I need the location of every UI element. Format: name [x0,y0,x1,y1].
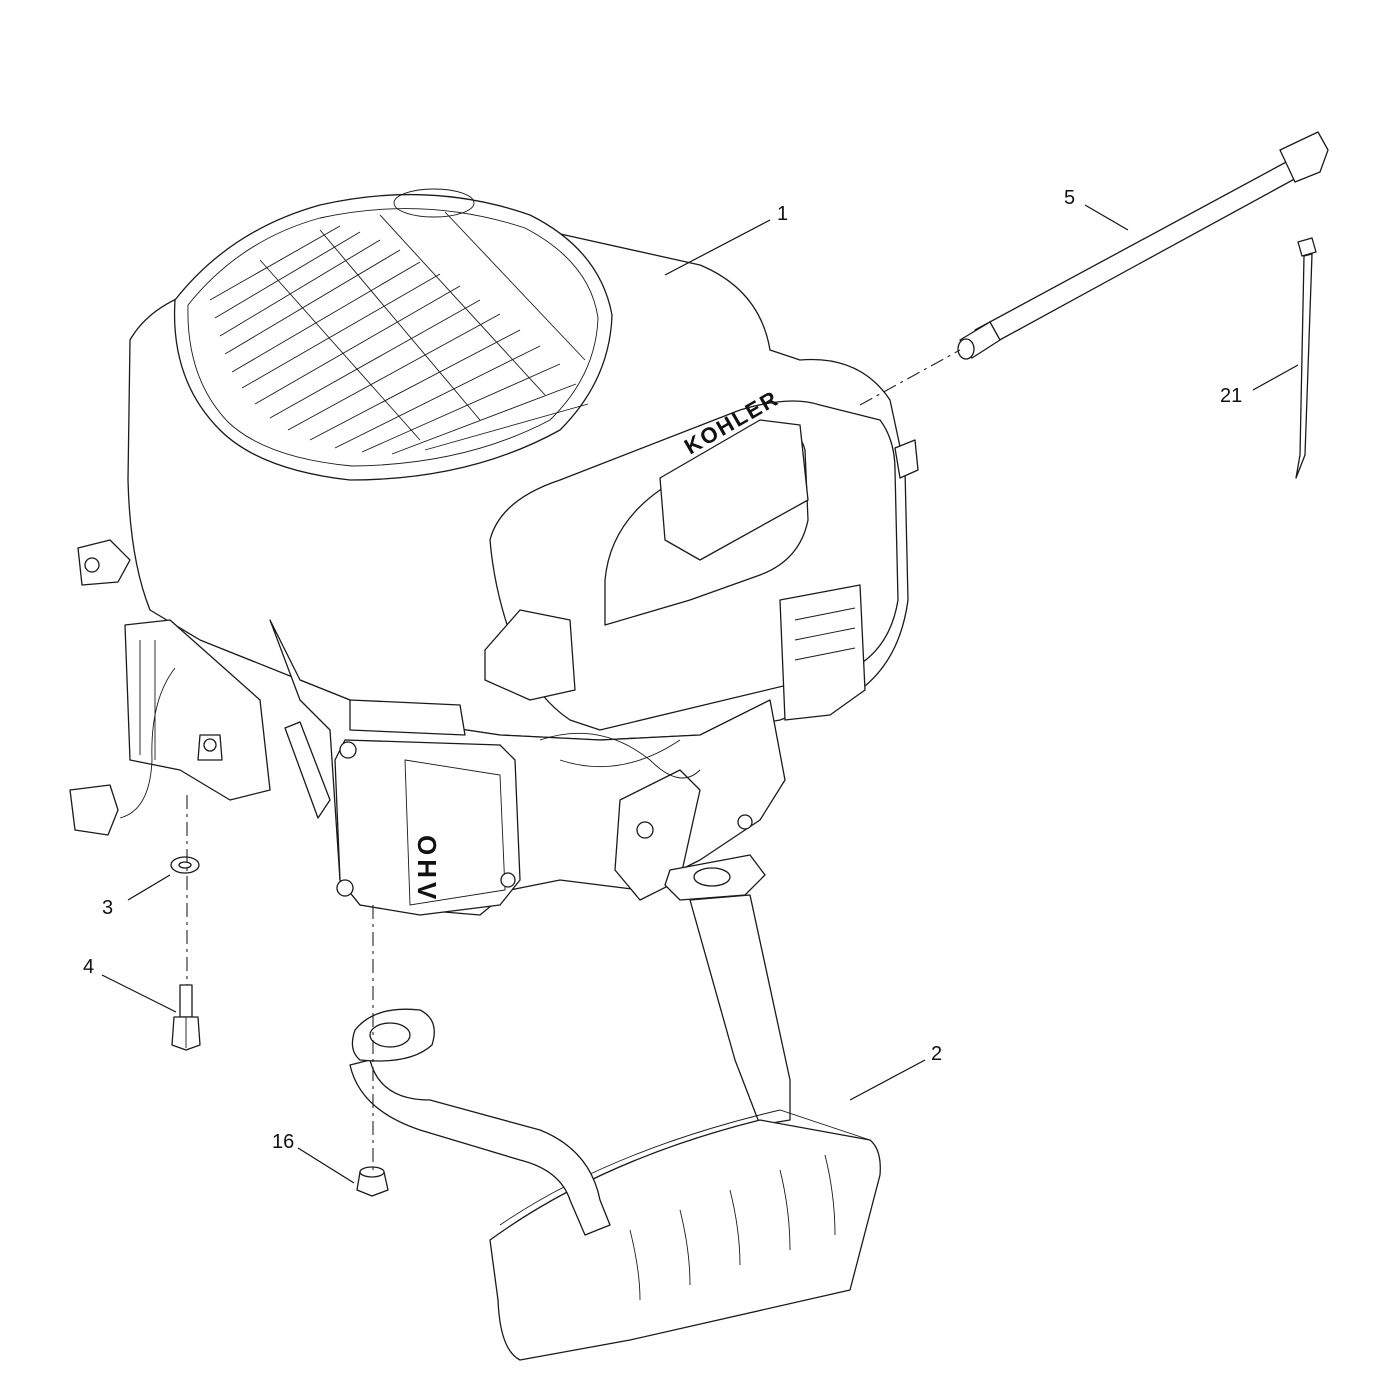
assembly-line-tube [859,349,961,406]
washer-icon [170,856,200,874]
callout-2: 2 [931,1043,942,1065]
callout-21: 21 [1220,385,1242,407]
callout-4: 4 [83,956,94,978]
leader-2 [849,1059,926,1101]
callout-3: 3 [102,897,113,919]
valve-cover-label: OHV [412,835,442,903]
muffler-icon [349,894,881,1361]
leader-1 [664,219,771,276]
callout-1: 1 [777,203,788,225]
bolt-icon [171,984,201,1051]
cable-tie-icon [1295,237,1317,479]
engine-icon: KOHLER OHV [69,188,919,916]
leader-21 [1252,364,1299,391]
leader-16 [297,1147,355,1184]
callout-5: 5 [1064,187,1075,209]
leader-5 [1084,204,1129,231]
extension-tube-icon [957,131,1329,360]
nut-icon [356,1166,389,1197]
leader-3 [127,874,171,901]
leader-4 [101,974,177,1013]
callout-16: 16 [272,1131,294,1153]
